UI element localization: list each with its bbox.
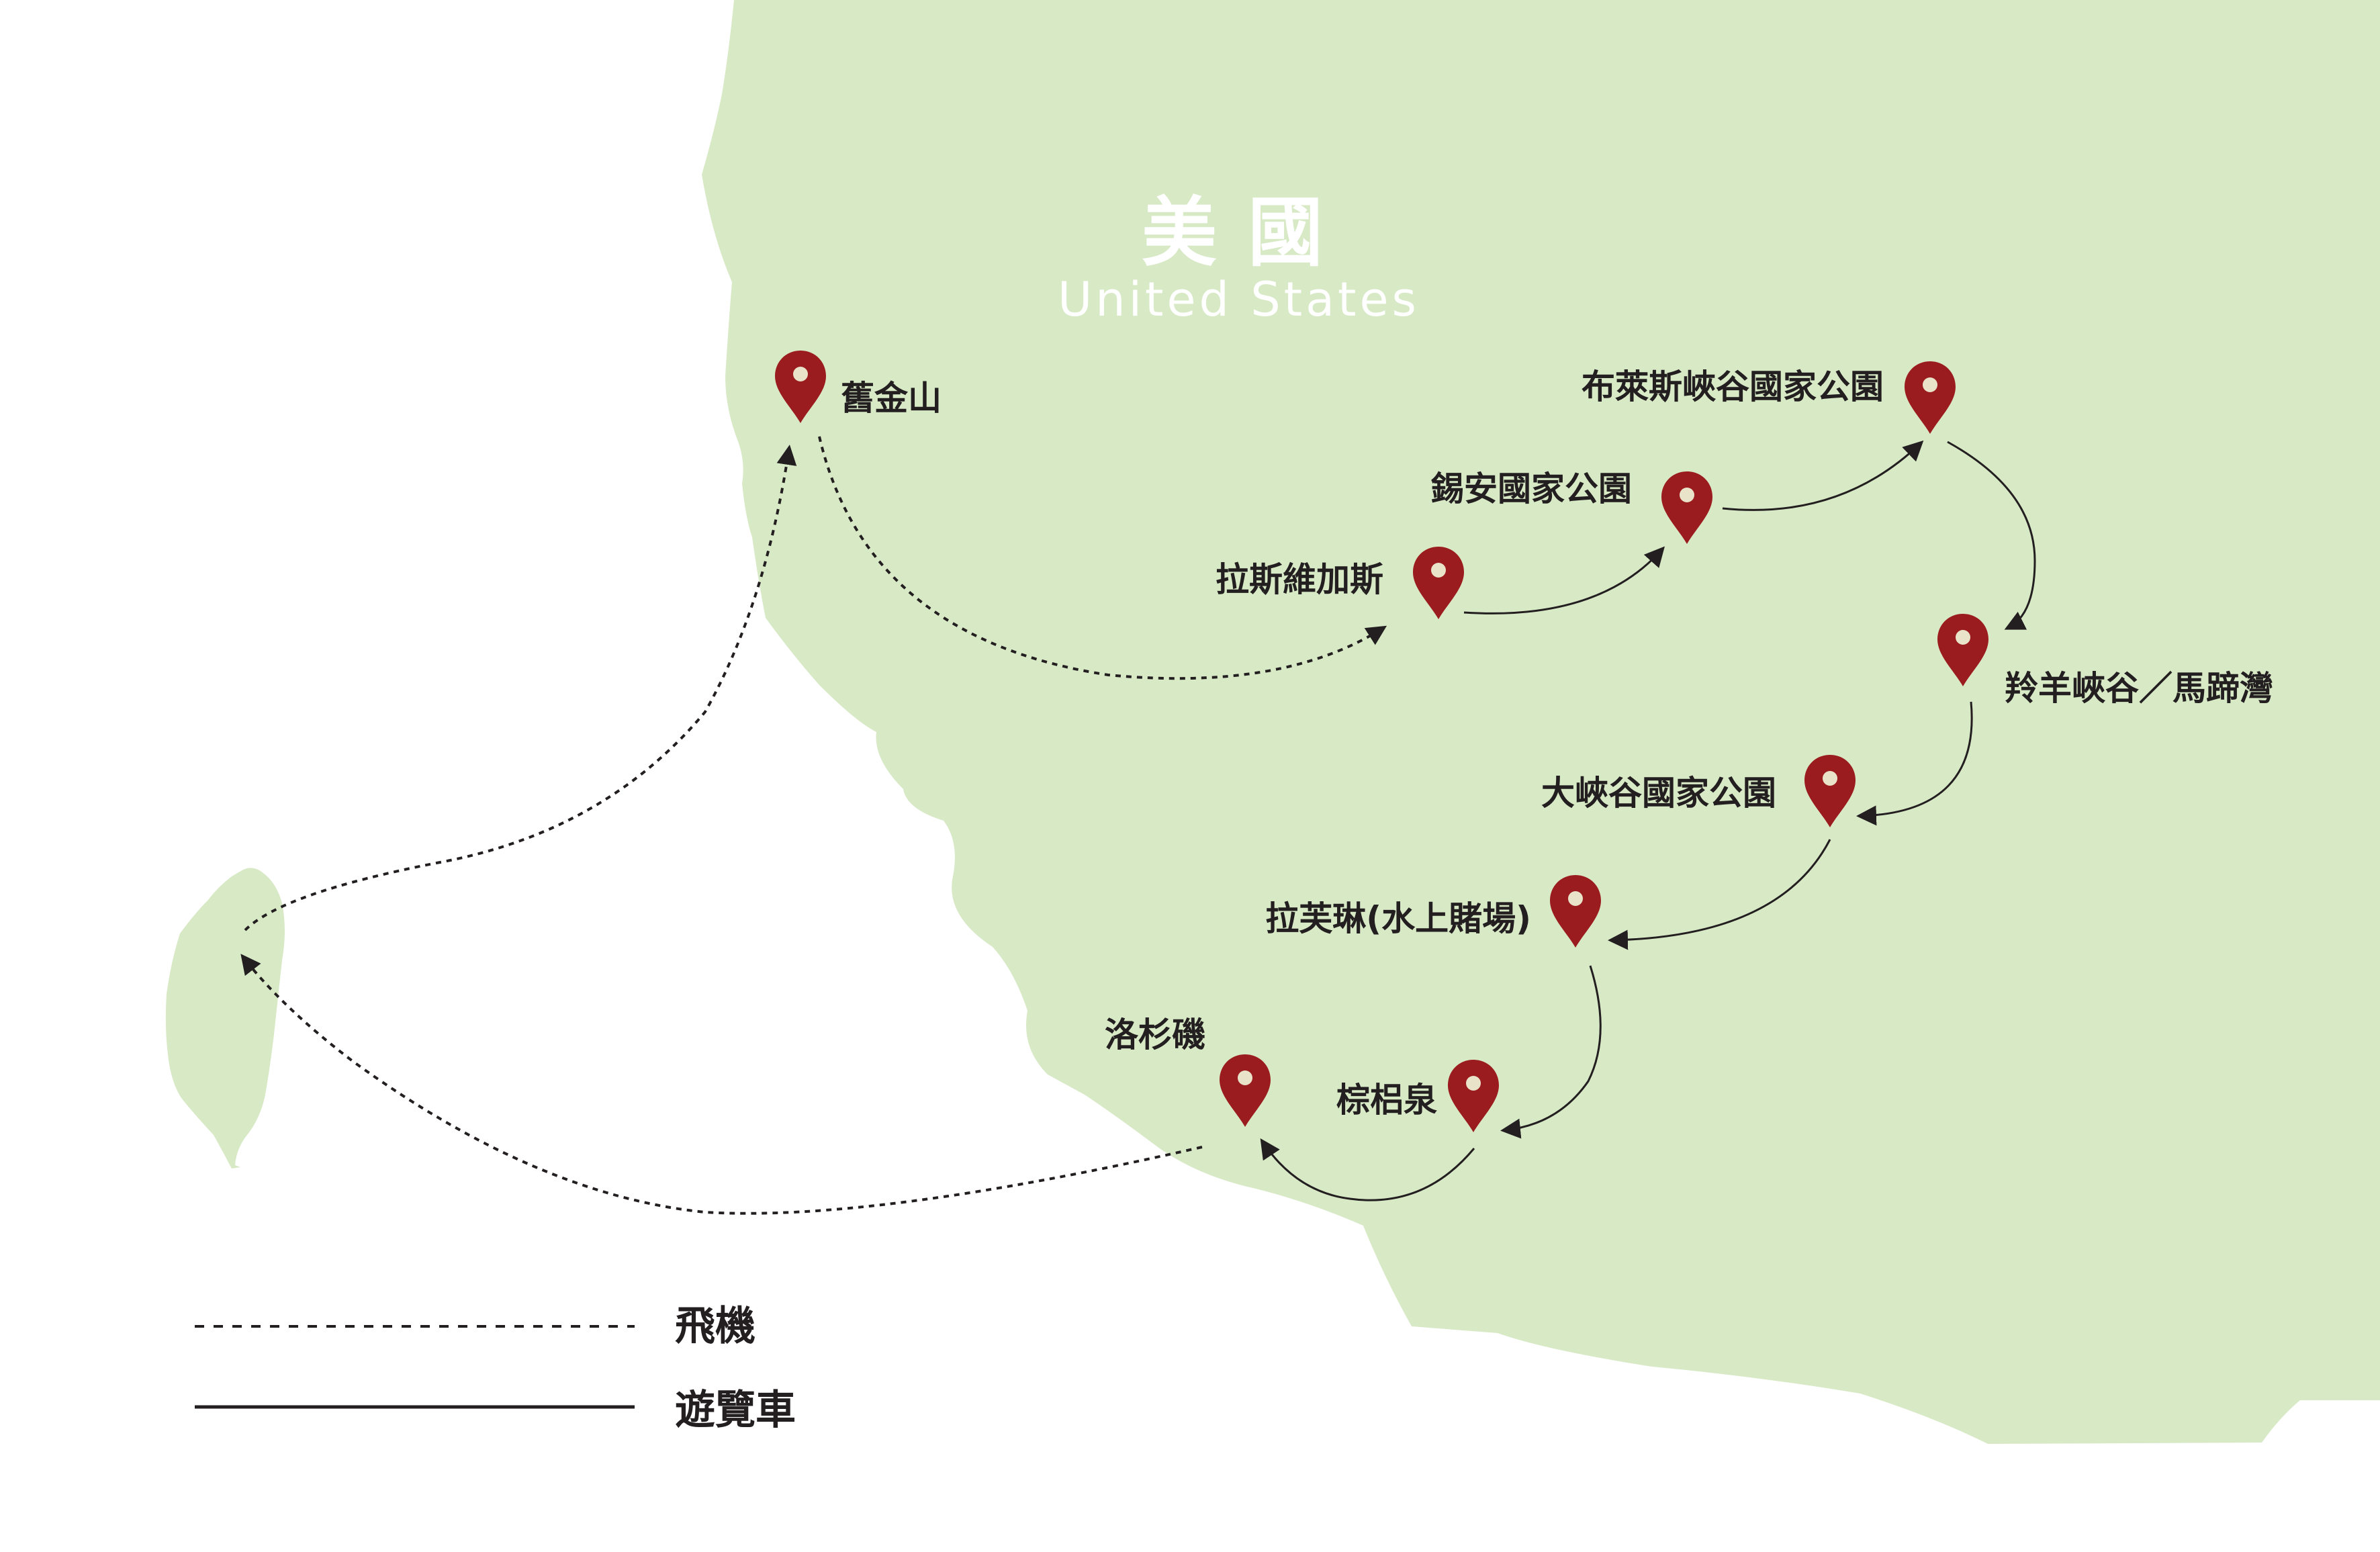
place-label-grand-canyon: 大峽谷國家公園 bbox=[1541, 774, 1776, 813]
place-label-san-francisco: 舊金山 bbox=[841, 379, 942, 418]
bus-route-antelope-grandcanyon bbox=[1856, 701, 1973, 826]
place-label-los-angeles: 洛杉磯 bbox=[1105, 1015, 1205, 1054]
place-label-laughlin: 拉芙琳(水上賭場) bbox=[1265, 899, 1531, 938]
bus-route-palmsprings-la bbox=[1260, 1138, 1475, 1201]
legend-label-flight: 飛機 bbox=[675, 1303, 756, 1350]
place-label-palm-springs: 棕梠泉 bbox=[1336, 1081, 1437, 1120]
taiwan-island bbox=[165, 868, 285, 1169]
bus-route-bryce-antelope bbox=[1947, 441, 2036, 630]
place-label-las-vegas: 拉斯維加斯 bbox=[1216, 560, 1383, 599]
flight-route-la-taipei bbox=[240, 954, 1203, 1215]
legend-label-bus: 遊覽車 bbox=[675, 1387, 796, 1434]
bus-route-laughlin-palmsprings bbox=[1500, 965, 1602, 1139]
place-label-bryce: 布萊斯峽谷國家公園 bbox=[1582, 367, 1884, 406]
usa-landmass bbox=[702, 0, 2380, 1444]
legend: 飛機 遊覽車 bbox=[195, 1303, 796, 1434]
bus-route-grandcanyon-laughlin bbox=[1608, 839, 1831, 950]
bus-route-zion-bryce bbox=[1722, 440, 1924, 511]
place-label-antelope: 羚羊峽谷／馬蹄灣 bbox=[2005, 669, 2273, 708]
bus-route-lasvegas-zion bbox=[1463, 546, 1665, 614]
country-label-zh: 美國 bbox=[1142, 189, 1354, 277]
country-label-en: United States bbox=[1058, 272, 1420, 327]
flight-route-sf-lasvegas bbox=[818, 436, 1387, 680]
place-label-zion: 錫安國家公園 bbox=[1430, 469, 1632, 508]
flight-route-taipei-sf bbox=[244, 445, 797, 931]
